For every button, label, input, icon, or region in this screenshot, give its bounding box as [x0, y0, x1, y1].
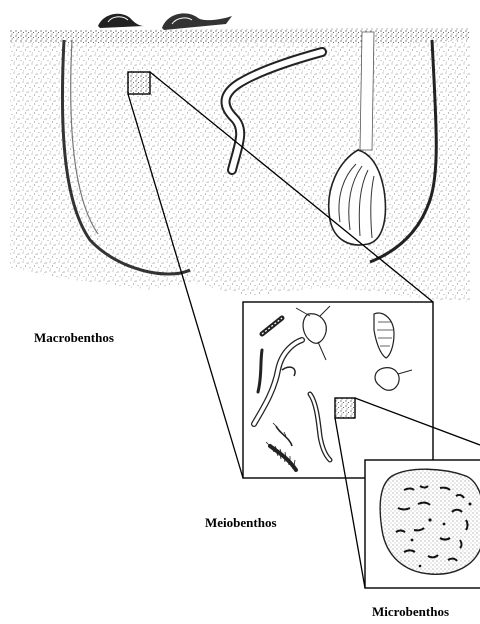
snail-icon: [98, 14, 144, 28]
meiobenthos-label: Meiobenthos: [205, 515, 277, 531]
sediment-block: [10, 28, 470, 302]
snail-icon: [162, 13, 232, 30]
macrobenthos-label: Macrobenthos: [34, 330, 114, 346]
microbenthos-panel: [365, 460, 480, 588]
meiobenthos-panel: [243, 302, 433, 478]
sediment-grain-icon: [380, 469, 480, 574]
microbenthos-label: Microbenthos: [372, 604, 449, 620]
zoom-box-meio: [335, 398, 355, 418]
zoom-box-macro: [128, 72, 150, 94]
